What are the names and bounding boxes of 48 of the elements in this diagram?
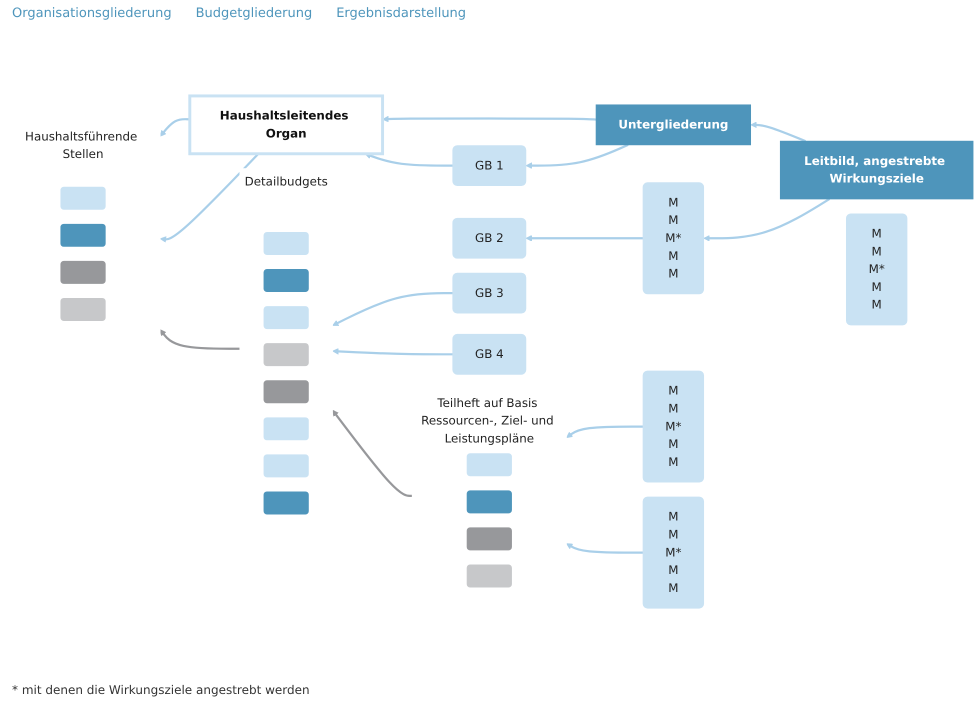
node-box [264,268,309,292]
node-text: Teilheft auf Basis Ressourcen-, Ziel- und Leistungspläne [421,396,554,446]
node-box [60,224,106,247]
arrow [703,198,830,242]
node-box: M M M* M M [642,182,704,294]
node-box [466,527,512,550]
node-box [264,417,309,440]
arrow [160,118,190,137]
node-box [466,490,512,514]
arrow [332,410,412,497]
node-box [264,491,309,514]
node-text: Detailbudgets [244,174,328,189]
node-box [60,298,106,321]
node-box [264,343,309,366]
node-box: GB 3 [452,272,526,314]
node-box [264,380,309,404]
footnote: * mit denen die Wirkungsziele angestrebt werden [12,683,310,697]
arrow [750,122,806,142]
node-text: Haushaltsführende Stellen [25,129,138,162]
node-box [60,260,106,284]
node-box [264,232,309,255]
section-label: Ergebnisdarstellung [336,6,466,23]
node-box: Untergliederung [596,104,752,146]
arrow [364,152,453,167]
node-box: M M M* M M [846,213,908,326]
arrow [332,348,453,356]
arrow [526,144,629,169]
arrow [382,116,596,122]
node-box [60,186,106,210]
arrow [332,292,453,326]
node-box: GB 1 [452,145,526,186]
node-box [264,454,309,478]
node-box: Leitbild, angestrebte Wirkungsziele [780,140,974,200]
node-box [264,306,309,330]
node-box [466,453,512,476]
arrow [160,329,240,350]
arrow [566,425,644,438]
node-box: GB 2 [452,218,526,259]
node-box: M M M* M M [642,370,704,482]
arrow [160,152,260,243]
arrow [566,543,644,554]
node-box: M M M* M M [642,496,704,609]
arrow [526,234,644,242]
section-label: Budgetgliederung [196,6,312,23]
section-label: Organisationsgliederung [12,6,172,23]
node-box: GB 4 [452,334,526,375]
node-box: Haushaltsleitendes Organ [188,94,384,156]
node-box [466,564,512,588]
